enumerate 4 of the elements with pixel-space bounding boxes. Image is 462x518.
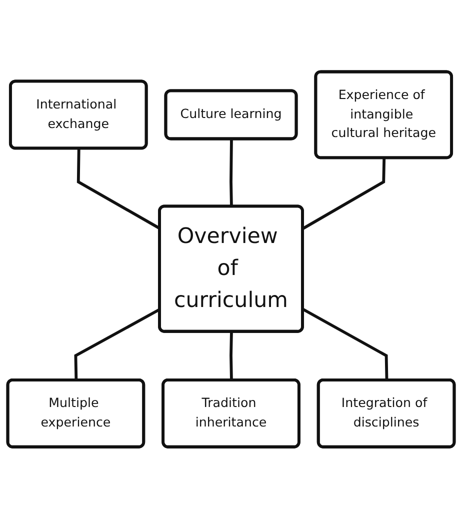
connector — [230, 138, 233, 206]
connector — [302, 158, 386, 230]
connector — [302, 308, 388, 380]
connector — [230, 332, 233, 380]
